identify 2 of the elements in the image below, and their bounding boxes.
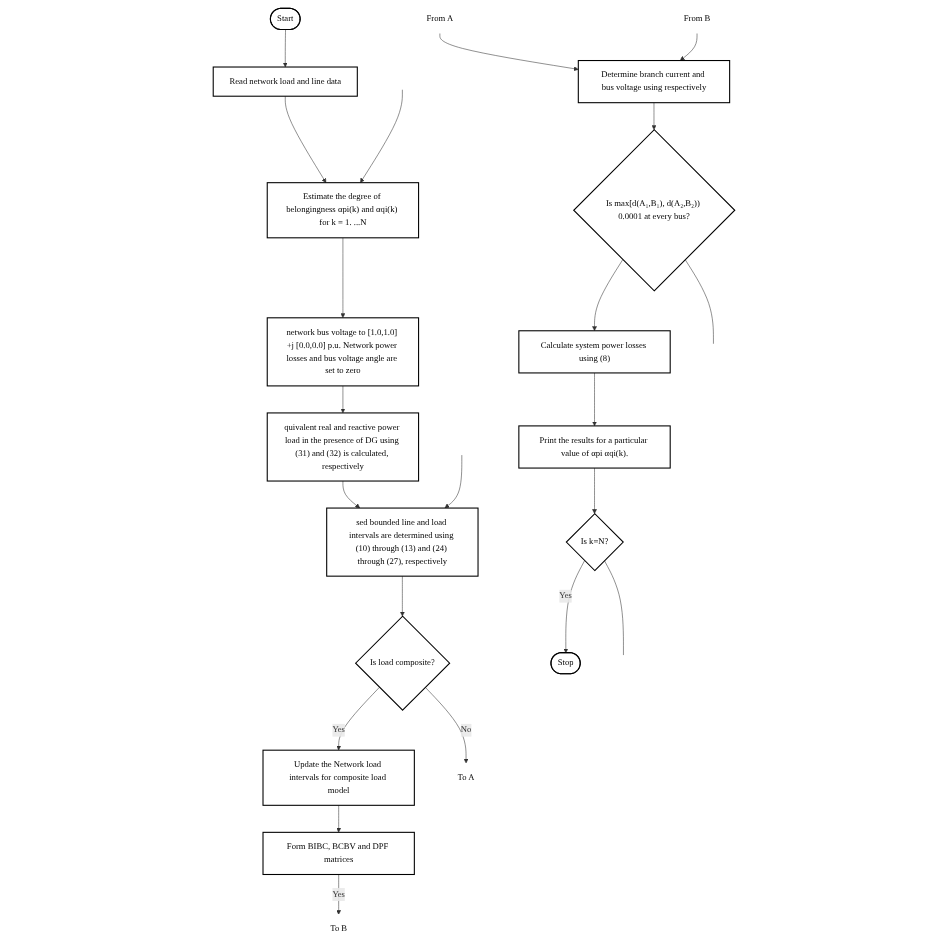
connector <box>684 259 714 344</box>
connector <box>604 560 624 656</box>
